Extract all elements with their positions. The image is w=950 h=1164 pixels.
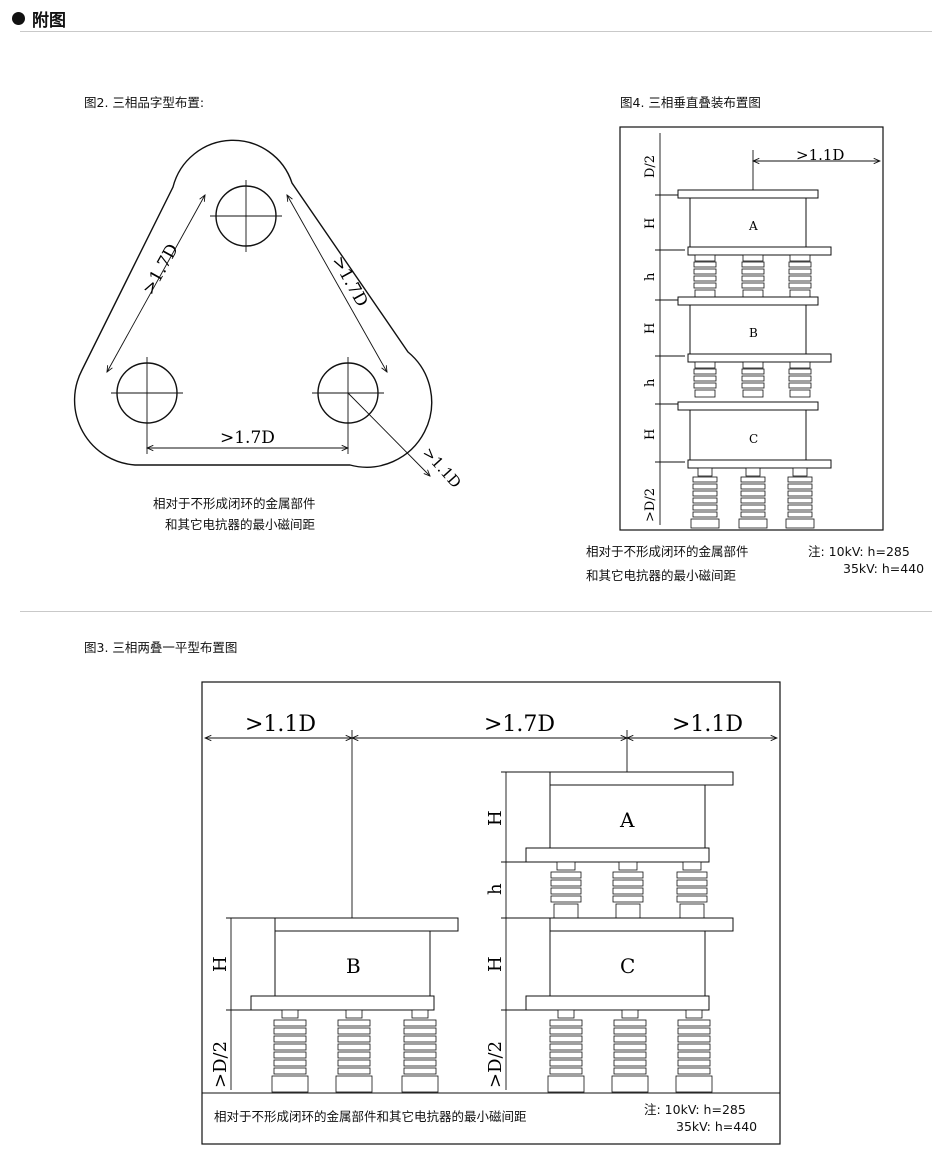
coil-right	[317, 362, 379, 424]
fig3-coil-c	[525, 917, 734, 1011]
fig4-coil-c	[677, 401, 832, 469]
fig4-dim-h-b: H	[643, 323, 658, 334]
fig4-note-1: 相对于不形成闭环的金属部件	[586, 544, 749, 559]
fig3-label-b: B	[346, 954, 361, 978]
coil-top	[215, 185, 277, 247]
fig4-label-b: B	[749, 326, 758, 340]
fig3-coil-b	[250, 917, 459, 1011]
fig4-dim-top: >1.1D	[796, 146, 844, 164]
fig4-caption: 图4. 三相垂直叠装布置图	[620, 95, 761, 110]
fig3-dim-right: >1.1D	[672, 712, 743, 737]
fig4-note-2: 和其它电抗器的最小磁间距	[586, 568, 737, 583]
fig3-coil-a	[525, 771, 734, 863]
fig3-dim-mid: >1.7D	[484, 712, 555, 737]
fig4-dim-d2-top: D/2	[643, 155, 658, 178]
fig4-dim-d2-bottom: >D/2	[643, 488, 658, 522]
fig2-dim-right: >1.7D	[328, 253, 372, 311]
fig4-label-c: C	[749, 432, 758, 446]
fig2-dim-outer: >1.1D	[419, 444, 465, 492]
section-title: 附图	[32, 10, 66, 31]
fig4-dim-h-a: H	[643, 218, 658, 229]
fig3-remark-1: 注: 10kV: h=285	[644, 1102, 746, 1117]
fig2-dim-left: >1.7D	[139, 241, 183, 299]
fig3-label-c: C	[620, 954, 635, 978]
fig3-caption: 图3. 三相两叠一平型布置图	[84, 640, 238, 655]
fig2-note-2: 和其它电抗器的最小磁间距	[165, 517, 316, 532]
fig2-enclosure	[73, 139, 433, 468]
section-header: 附图	[12, 4, 66, 32]
fig3-note: 相对于不形成闭环的金属部件和其它电抗器的最小磁间距	[214, 1109, 527, 1124]
fig4-dim-h-c: H	[643, 429, 658, 440]
fig3-dim-h-a: H	[485, 810, 506, 826]
fig4-coil-b	[677, 296, 832, 363]
fig3-dim-small-h: h	[485, 883, 506, 895]
fig4-coil-a	[677, 189, 832, 256]
fig3-dim-d2-right: >D/2	[485, 1041, 506, 1088]
bullet-icon	[12, 11, 25, 25]
fig3-frame	[201, 681, 781, 1145]
fig3-dim-h-b: H	[210, 956, 231, 972]
fig3-dim-d2-left: >D/2	[210, 1041, 231, 1088]
fig3-dim-left: >1.1D	[245, 712, 316, 737]
fig3-dim-h-c: H	[485, 956, 506, 972]
fig4-label-a: A	[748, 219, 758, 233]
fig4-dim-small-h-1: h	[643, 272, 658, 281]
section-divider	[20, 611, 932, 612]
fig2-caption: 图2. 三相品字型布置:	[84, 95, 205, 110]
fig4-frame	[619, 126, 884, 531]
fig2-dim-bottom: >1.7D	[220, 428, 275, 448]
header-divider	[20, 31, 932, 32]
coil-left	[116, 362, 178, 424]
fig2-note-1: 相对于不形成闭环的金属部件	[153, 496, 316, 511]
fig4-dim-small-h-2: h	[643, 378, 658, 387]
fig4-remark-1: 注: 10kV: h=285	[808, 544, 910, 559]
fig3-label-a: A	[619, 808, 635, 832]
fig4-remark-2: 35kV: h=440	[843, 561, 925, 576]
fig3-remark-2: 35kV: h=440	[676, 1119, 758, 1134]
